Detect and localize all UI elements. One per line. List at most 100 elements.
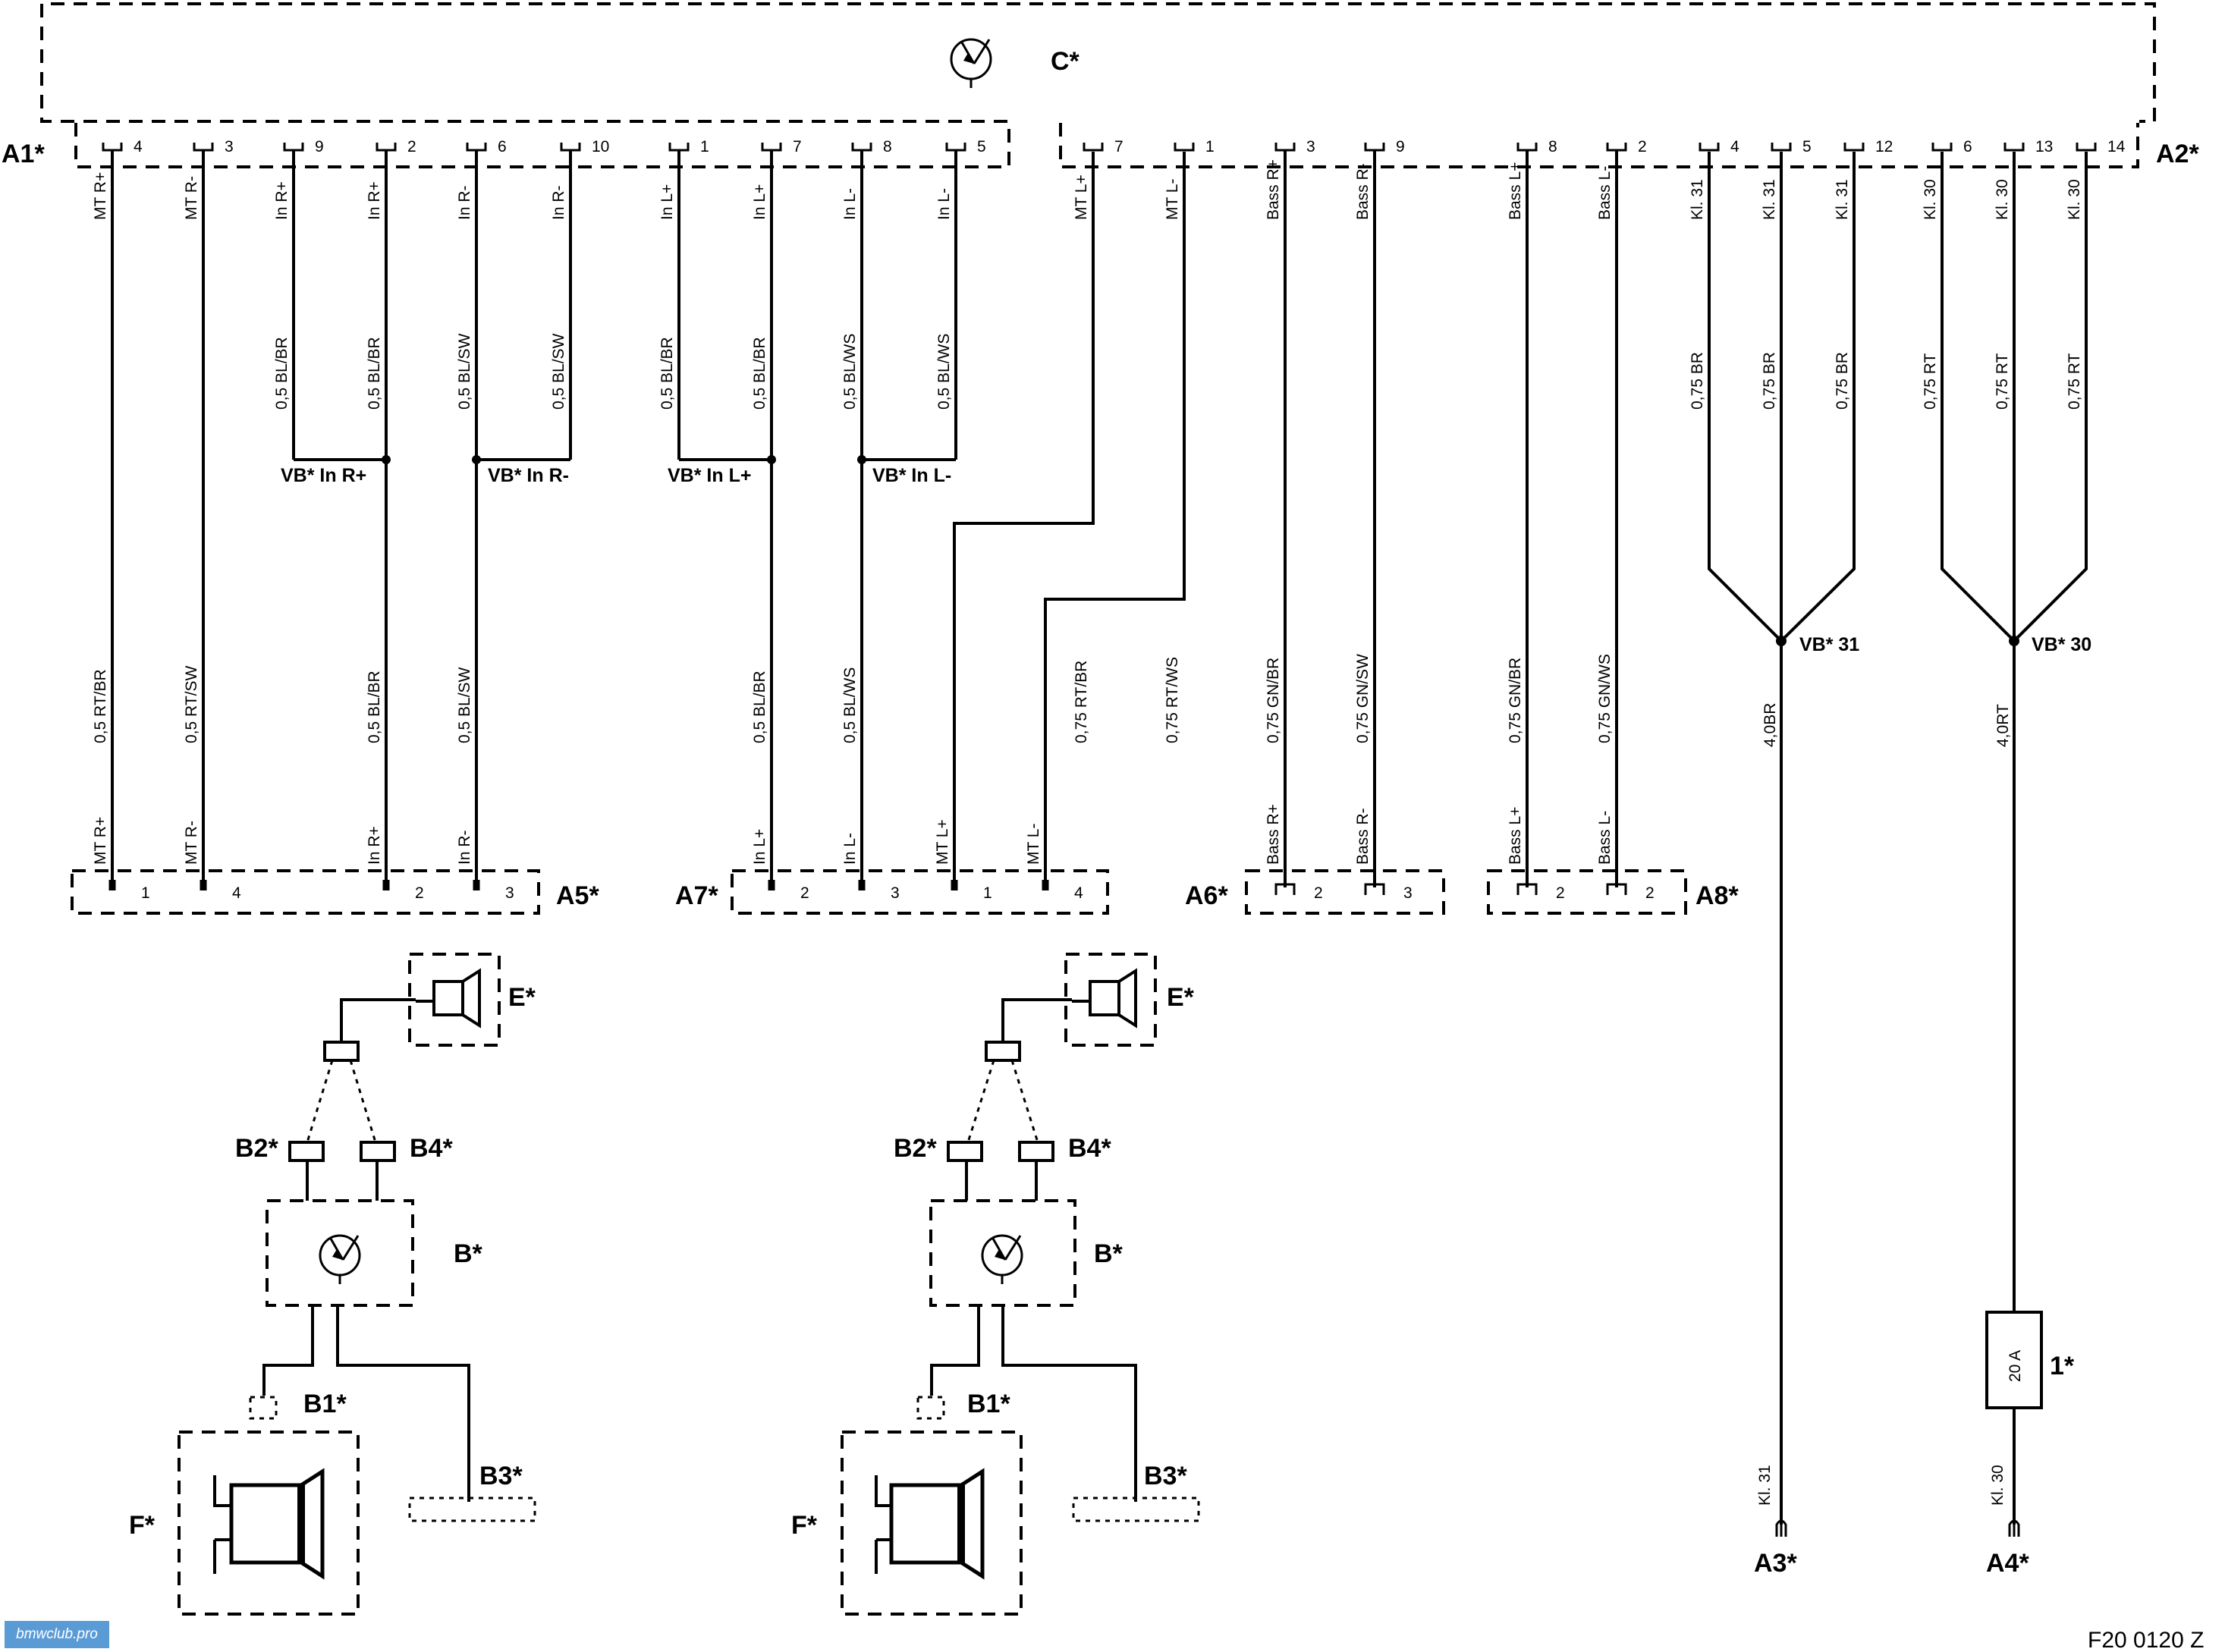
pin-number-10: 7: [1114, 138, 1123, 155]
control-unit-box: [40, 2, 2156, 123]
label-A4: A4*: [1986, 1549, 2029, 1578]
pin-number-13: 9: [1396, 138, 1405, 155]
wire-signal-bottom-10: MT L+: [934, 819, 951, 865]
label-E-left: E*: [508, 983, 536, 1012]
pin-number-3: 2: [407, 138, 416, 155]
wire-spec-bottom-8: 0,5 BL/WS: [841, 667, 859, 743]
connector-A2-outline: [1059, 123, 2139, 168]
pin-stub-10: [1083, 143, 1104, 152]
pin-number-15: 2: [1638, 138, 1647, 155]
splice-label-30: VB* 30: [2032, 634, 2091, 655]
wire-signal-top-0: MT R+: [92, 172, 109, 220]
wire-spec-top-18: 0,75 BR: [1834, 352, 1851, 410]
pin-stub-16: [1699, 143, 1720, 152]
wire-spec-bottom-7: 0,5 BL/BR: [751, 671, 768, 743]
pin-stub-20: [2003, 143, 2025, 152]
label-A8: A8*: [1695, 881, 1739, 910]
pin-stub-14: [1516, 143, 1538, 152]
target-pin-stub-13: [1364, 883, 1385, 895]
trunk-spec-31: 4,0BR: [1761, 703, 1779, 747]
label-B2-right: B2*: [894, 1134, 937, 1163]
wire-spec-bottom-1: 0,5 RT/SW: [183, 666, 200, 743]
pin-stub-7: [761, 143, 782, 152]
pin-number-0: 4: [134, 138, 143, 155]
splice-label-31: VB* 31: [1799, 634, 1859, 655]
wire-signal-bottom-11: MT L-: [1025, 824, 1042, 865]
label-A2: A2*: [2156, 140, 2199, 168]
target-pin-0: 1: [141, 884, 150, 902]
wire-spec-bottom-11: 0,75 RT/WS: [1164, 657, 1181, 743]
wire-signal-top-6: In L+: [658, 184, 676, 220]
pin-number-19: 6: [1963, 138, 1972, 155]
pin-number-11: 1: [1205, 138, 1215, 155]
target-pin-12: 2: [1314, 884, 1323, 902]
wire-signal-top-18: Kl. 31: [1834, 179, 1851, 220]
wire-signal-top-5: In R-: [550, 185, 567, 220]
wire-spec-top-9: 0,5 BL/WS: [935, 334, 953, 410]
wire-signal-bottom-14: Bass L+: [1507, 807, 1524, 865]
label-B4-left: B4*: [410, 1134, 453, 1163]
connector-A7-outline: [731, 869, 1109, 915]
pin-number-1: 3: [225, 138, 234, 155]
pin-stub-8: [851, 143, 872, 152]
target-pin-stub-15: [1606, 883, 1627, 895]
target-pin-13: 3: [1403, 884, 1413, 902]
target-pin-8: 3: [891, 884, 900, 902]
wire-signal-top-14: Bass L+: [1507, 162, 1524, 220]
target-pin-11: 4: [1074, 884, 1083, 902]
wire-signal-top-15: Bass L-: [1596, 166, 1614, 220]
pin-stub-18: [1843, 143, 1865, 152]
wire-signal-top-16: Kl. 31: [1689, 179, 1706, 220]
wire-spec-top-17: 0,75 BR: [1761, 352, 1778, 410]
wire-signal-top-19: Kl. 30: [1922, 179, 1939, 220]
wire-signal-top-10: MT L+: [1073, 174, 1090, 220]
pin-stub-9: [945, 143, 966, 152]
wire-signal-bottom-1: MT R-: [183, 821, 200, 865]
splice-label-in-r-plus: VB* In R+: [281, 465, 366, 486]
pin-stub-12: [1274, 143, 1296, 152]
wire-spec-bottom-13: 0,75 GN/SW: [1354, 654, 1372, 743]
terminal-signal-30: Kl. 30: [1989, 1465, 2007, 1506]
target-pin-stub-14: [1516, 883, 1538, 895]
wire-spec-top-6: 0,5 BL/BR: [658, 337, 676, 410]
pin-stub-17: [1771, 143, 1792, 152]
pin-number-12: 3: [1306, 138, 1315, 155]
wire-spec-top-3: 0,5 BL/BR: [366, 337, 383, 410]
pin-stub-19: [1931, 143, 1953, 152]
label-A5: A5*: [556, 881, 599, 910]
wire-spec-bottom-15: 0,75 GN/WS: [1596, 654, 1614, 743]
wire-signal-bottom-12: Bass R+: [1265, 804, 1282, 865]
schematic-structure: [40, 2, 2156, 1616]
terminal-signal-31: Kl. 31: [1756, 1465, 1774, 1506]
splice-label-in-l-minus: VB* In L-: [872, 465, 951, 486]
pin-stub-13: [1364, 143, 1385, 152]
wire-signal-bottom-8: In L-: [841, 833, 859, 865]
label-A7: A7*: [675, 881, 718, 910]
pin-stub-1: [193, 143, 214, 152]
wire-spec-bottom-14: 0,75 GN/BR: [1507, 658, 1524, 743]
wire-signal-top-8: In L-: [841, 188, 859, 220]
pin-number-14: 8: [1548, 138, 1557, 155]
target-pin-14: 2: [1556, 884, 1565, 902]
wire-signal-bottom-3: In R+: [366, 826, 383, 865]
fuse-body: [1985, 1311, 2043, 1409]
label-E-right: E*: [1167, 983, 1195, 1012]
pin-number-18: 12: [1875, 138, 1893, 155]
target-pin-15: 2: [1645, 884, 1655, 902]
wire-signal-bottom-4: In R-: [456, 830, 473, 865]
pin-number-8: 8: [883, 138, 892, 155]
target-pin-1: 4: [232, 884, 241, 902]
label-F-right: F*: [791, 1511, 818, 1540]
wire-signal-top-21: Kl. 30: [2066, 179, 2083, 220]
target-pin-4: 3: [505, 884, 514, 902]
figure-code: F20 0120 Z: [2088, 1628, 2204, 1652]
target-pin-3: 2: [415, 884, 424, 902]
wire-signal-top-4: In R-: [456, 185, 473, 220]
wire-spec-bottom-4: 0,5 BL/SW: [456, 667, 473, 743]
label-fuse: 1*: [2050, 1352, 2075, 1380]
connector-A5-outline: [71, 869, 540, 915]
label-B3-right: B3*: [1144, 1462, 1187, 1490]
wire-signal-top-2: In R+: [273, 181, 291, 220]
